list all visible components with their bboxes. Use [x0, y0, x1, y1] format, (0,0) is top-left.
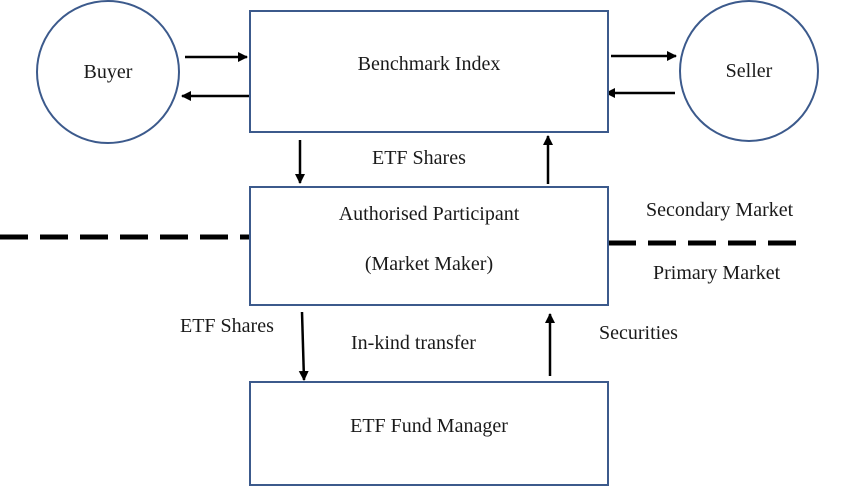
buyer-label: Buyer: [83, 61, 133, 83]
etf-shares-lower-label: ETF Shares: [180, 315, 274, 337]
market-maker-label: (Market Maker): [364, 253, 494, 275]
etf-shares-upper-label: ETF Shares: [372, 147, 466, 169]
etf-fund-manager-label: ETF Fund Manager: [350, 415, 508, 437]
primary-market-label: Primary Market: [653, 262, 781, 284]
benchmark-index-node: Benchmark Index: [249, 10, 609, 133]
benchmark-index-label: Benchmark Index: [357, 53, 501, 75]
in-kind-transfer-label: In-kind transfer: [351, 332, 476, 354]
secondary-market-label: Secondary Market: [646, 199, 794, 221]
securities-label: Securities: [599, 322, 678, 344]
etf-fund-manager-node: ETF Fund Manager: [249, 381, 609, 486]
seller-node: Seller: [679, 0, 819, 142]
authorised-participant-node: Authorised Participant (Market Maker): [249, 186, 609, 306]
authorised-participant-label: Authorised Participant: [338, 203, 520, 225]
arrow-participant-to-manager: [298, 311, 309, 381]
seller-label: Seller: [725, 60, 773, 82]
buyer-node: Buyer: [36, 0, 180, 144]
